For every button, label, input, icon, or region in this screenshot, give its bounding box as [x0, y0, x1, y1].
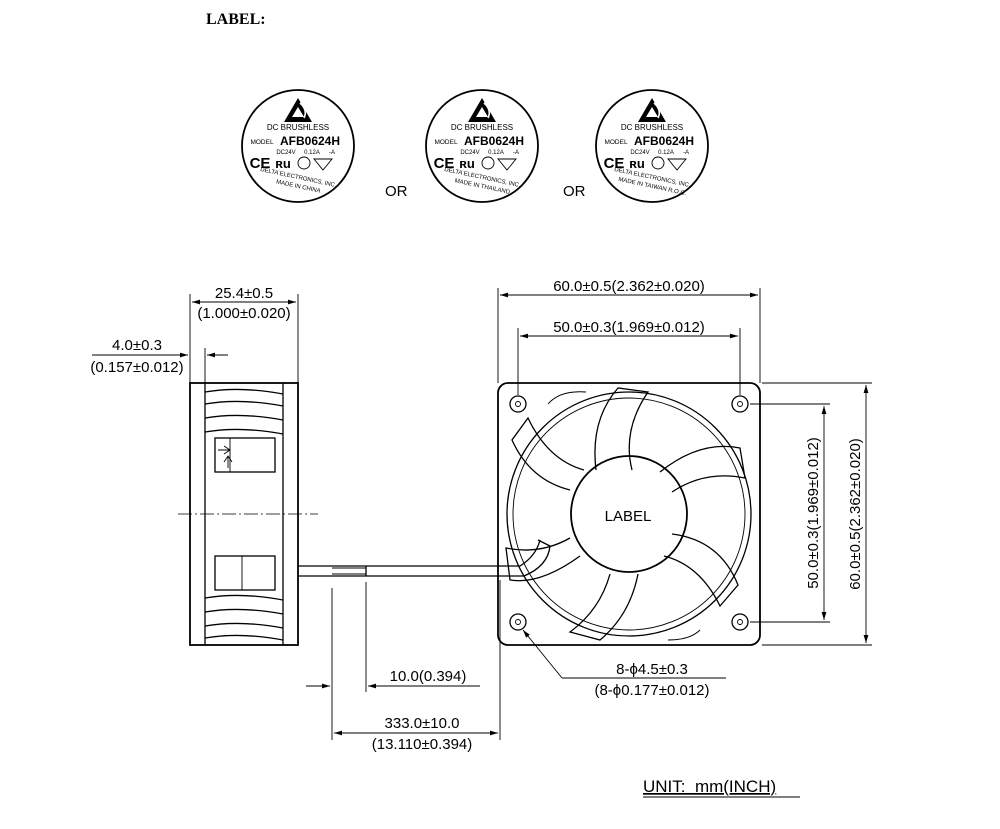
seal-csa-icon — [297, 156, 311, 170]
label-title: LABEL: — [206, 11, 266, 28]
label-seal-1: DC BRUSHLESS MODEL AFB0624H DC24V 0.12A … — [241, 89, 355, 203]
dim-height-outer: 60.0±0.5(2.362±0.020) — [762, 382, 872, 646]
seal-ce-mark: CE — [250, 155, 271, 172]
seal-model: AFB0624H — [280, 134, 340, 148]
seal-model: AFB0624H — [464, 134, 524, 148]
seal-vde-icon — [497, 158, 517, 171]
airflow-arrow-icon — [218, 445, 231, 455]
dim-depth: 25.4±0.5 (1.000±0.020) — [189, 285, 299, 383]
dim-flange-mm: 4.0±0.3 — [112, 337, 162, 354]
seal-suffix: -A — [329, 150, 335, 156]
dim-depth-in: (1.000±0.020) — [197, 305, 290, 322]
rotation-arrow-icon — [223, 455, 233, 468]
dim-lead-mm: 333.0±10.0 — [385, 715, 460, 732]
dim-lead-in: (13.110±0.394) — [372, 736, 473, 753]
hub-label: LABEL — [605, 508, 652, 525]
dim-height-hole-value: 50.0±0.3(1.969±0.012) — [805, 437, 822, 589]
seal-rating-a: 0.12A — [304, 150, 320, 156]
seal-ul-mark: ʀu — [629, 156, 645, 171]
dim-strip: 10.0(0.394) — [306, 582, 480, 740]
seal-rating-v: DC24V — [630, 150, 649, 156]
seal-rating-v: DC24V — [460, 150, 479, 156]
seal-vde-icon — [667, 158, 687, 171]
dim-flange-in: (0.157±0.012) — [90, 359, 183, 376]
dim-height-hole: 50.0±0.3(1.969±0.012) — [750, 403, 830, 623]
separator-or-1: OR — [385, 183, 408, 200]
seal-rating-a: 0.12A — [658, 150, 674, 156]
dim-width-hole: 50.0±0.3(1.969±0.012) — [517, 319, 741, 395]
separator-or-2: OR — [563, 183, 586, 200]
side-view — [178, 382, 500, 646]
seal-rating-v: DC24V — [276, 150, 295, 156]
mounting-holes — [509, 395, 749, 631]
dim-hole-in: (8-ϕ0.177±0.012) — [594, 682, 709, 699]
dim-depth-mm: 25.4±0.5 — [215, 285, 273, 302]
seal-model: AFB0624H — [634, 134, 694, 148]
seal-vde-icon — [313, 158, 333, 171]
seal-ce-mark: CE — [434, 155, 455, 172]
seal-ce-mark: CE — [604, 155, 625, 172]
fan-blades — [505, 387, 746, 641]
seal-model-prefix: MODEL — [434, 139, 458, 146]
dim-strip-value: 10.0(0.394) — [390, 668, 467, 685]
seal-suffix: -A — [683, 150, 689, 156]
seal-ul-mark: ʀu — [275, 156, 291, 171]
seal-suffix: -A — [513, 150, 519, 156]
front-view: LABEL — [497, 382, 761, 646]
seal-model-prefix: MODEL — [604, 139, 628, 146]
seal-csa-icon — [481, 156, 495, 170]
dim-lead: 333.0±10.0 (13.110±0.394) — [334, 580, 501, 753]
seal-brand: DC BRUSHLESS — [621, 123, 683, 132]
seal-brand: DC BRUSHLESS — [451, 123, 513, 132]
unit-note: UNIT: mm(INCH) — [643, 777, 776, 796]
seal-rating-a: 0.12A — [488, 150, 504, 156]
label-seal-2: DC BRUSHLESS MODEL AFB0624H DC24V 0.12A … — [425, 89, 539, 203]
dim-flange: 4.0±0.3 (0.157±0.012) — [90, 337, 228, 383]
dim-width-hole-value: 50.0±0.3(1.969±0.012) — [553, 319, 705, 336]
dim-width-outer: 60.0±0.5(2.362±0.020) — [497, 278, 761, 383]
dim-hole-callout: 8-ϕ4.5±0.3 (8-ϕ0.177±0.012) — [522, 629, 726, 699]
seal-model-prefix: MODEL — [250, 139, 274, 146]
seal-ul-mark: ʀu — [459, 156, 475, 171]
seal-brand: DC BRUSHLESS — [267, 123, 329, 132]
seal-csa-icon — [651, 156, 665, 170]
dim-hole-mm: 8-ϕ4.5±0.3 — [616, 661, 688, 678]
dim-height-outer-value: 60.0±0.5(2.362±0.020) — [847, 438, 864, 590]
dim-width-outer-value: 60.0±0.5(2.362±0.020) — [553, 278, 705, 295]
label-seal-3: DC BRUSHLESS MODEL AFB0624H DC24V 0.12A … — [595, 89, 709, 203]
